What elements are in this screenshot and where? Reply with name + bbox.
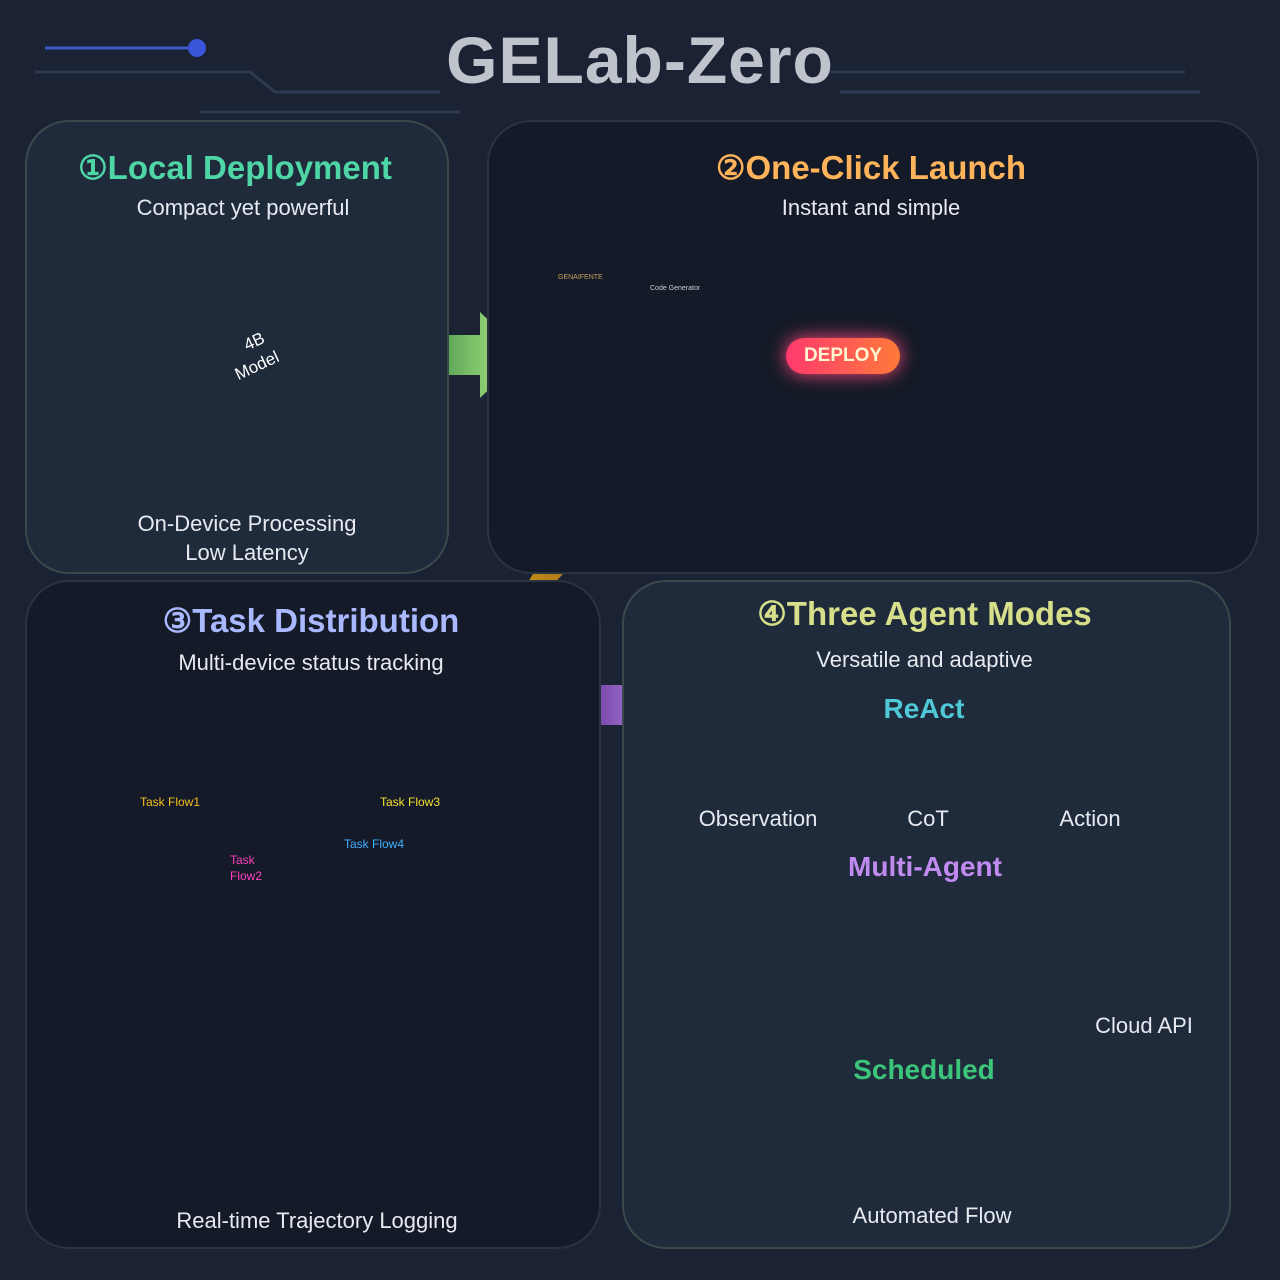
- local-subtitle: Compact yet powerful: [136, 195, 350, 220]
- trajectory-caption: Real-time Trajectory Logging: [176, 1208, 458, 1233]
- local-heading: ①Local Deployment: [78, 149, 392, 186]
- task-flow-4-label: Task Flow4: [344, 837, 405, 851]
- react-step-action: Action: [1059, 806, 1121, 831]
- editor-tab-label: GENAIFENTE: [558, 274, 603, 281]
- launch-subtitle: Instant and simple: [781, 195, 961, 220]
- cloud-api-caption: Cloud API: [1095, 1013, 1193, 1038]
- panel-local-deployment: [25, 120, 449, 574]
- agents-subtitle: Versatile and adaptive: [816, 647, 1033, 672]
- scheduled-title: Scheduled: [853, 1054, 995, 1085]
- task-subtitle: Multi-device status tracking: [178, 650, 444, 675]
- multi-agent-title: Multi-Agent: [848, 851, 1002, 882]
- automated-flow-caption: Automated Flow: [852, 1203, 1012, 1228]
- launch-heading: ②One-Click Launch: [715, 149, 1027, 186]
- panel-task-distribution: [25, 580, 601, 1249]
- editor-window-title: Code Generator: [650, 285, 701, 292]
- task-flow-2-label-line2: Flow2: [230, 869, 263, 883]
- deploy-button[interactable]: DEPLOY: [786, 338, 900, 374]
- react-step-observation: Observation: [698, 806, 818, 831]
- panel-agent-modes: [622, 580, 1231, 1249]
- react-title: ReAct: [883, 693, 965, 724]
- agents-heading: ④Three Agent Modes: [757, 595, 1092, 632]
- react-step-cot: CoT: [907, 806, 949, 831]
- task-heading: ③Task Distribution: [162, 602, 460, 639]
- task-flow-2-label-line1: Task: [230, 853, 255, 867]
- task-flow-3-label: Task Flow3: [380, 795, 441, 809]
- task-flow-1-label: Task Flow1: [140, 795, 201, 809]
- local-caption-processing: On-Device Processing: [137, 511, 357, 536]
- local-caption-latency: Low Latency: [185, 540, 309, 565]
- page-title: GELab-Zero: [446, 23, 834, 97]
